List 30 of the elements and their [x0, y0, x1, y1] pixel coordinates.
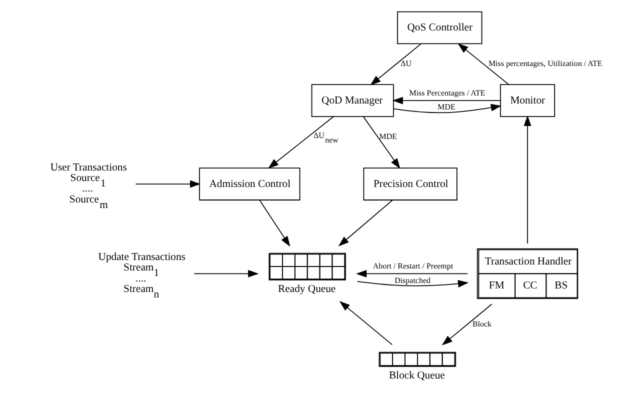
- arrow: [392, 104, 502, 114]
- arrow: [441, 304, 492, 346]
- edge-label: ΔU: [400, 59, 411, 68]
- edge-label: Block: [472, 319, 492, 328]
- arrow: [267, 116, 334, 169]
- edge-label: MDE: [437, 102, 455, 112]
- arrow: [362, 116, 400, 169]
- edge-label: MDE: [378, 132, 397, 141]
- arrow: [457, 43, 509, 85]
- edge-label: Abort / Restart / Preempt: [372, 262, 453, 271]
- arrow: [370, 44, 421, 86]
- edge-label: Miss percentages, Utilization / ATE: [488, 59, 602, 68]
- node-label: Block Queue: [388, 370, 444, 382]
- node-box: Monitor: [500, 84, 555, 117]
- arrow: [392, 96, 500, 104]
- arrow: [338, 200, 393, 246]
- node-box: QoS Controller: [396, 11, 482, 44]
- arrow: [258, 200, 290, 247]
- arrow: [134, 180, 200, 188]
- arrow: [356, 280, 468, 288]
- arrow: [338, 301, 392, 346]
- node-box: QoD Manager: [310, 84, 394, 117]
- edge-label: Dispatched: [394, 276, 430, 285]
- arrow: [193, 270, 258, 278]
- arrow: [523, 115, 531, 244]
- arrow: [355, 270, 468, 278]
- node-label: Ready Queue: [278, 284, 336, 295]
- node-box: Precision Control: [362, 168, 457, 200]
- edge-label: Miss Percentages / ATE: [408, 88, 485, 98]
- node-box: Admission Control: [198, 168, 300, 200]
